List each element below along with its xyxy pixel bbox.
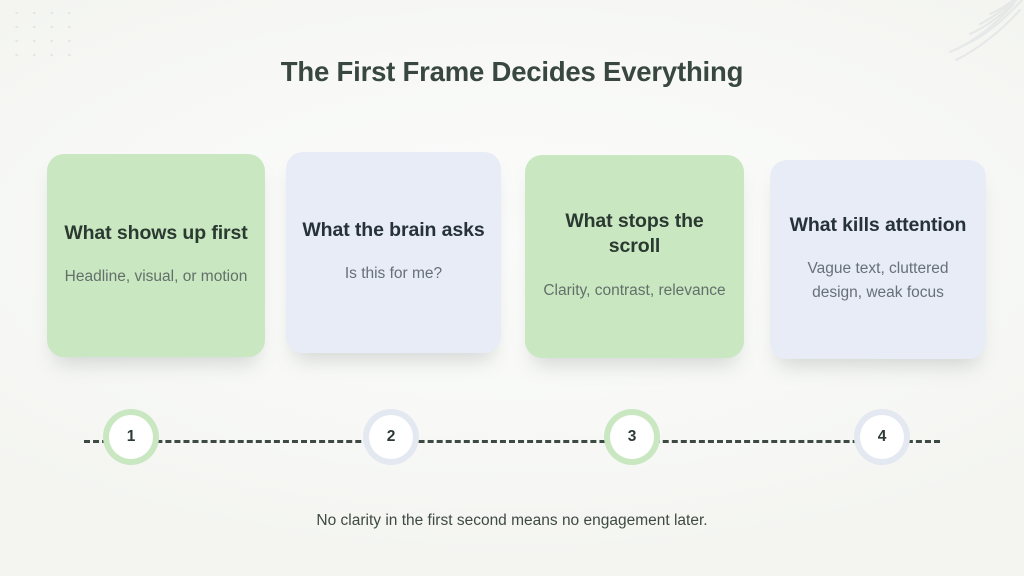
timeline-dashed-connector [84, 440, 940, 443]
card-what-shows-up-first[interactable]: What shows up first Headline, visual, or… [47, 154, 265, 357]
card-title: What the brain asks [302, 218, 485, 241]
footnote-text: No clarity in the first second means no … [316, 512, 708, 529]
card-what-stops-the-scroll[interactable]: What stops the scroll Clarity, contrast,… [525, 155, 744, 358]
card-title: What shows up first [64, 221, 248, 244]
timeline-node-label: 2 [386, 428, 396, 445]
card-what-kills-attention[interactable]: What kills attention Vague text, clutter… [770, 160, 986, 359]
timeline-node-label: 4 [877, 428, 887, 445]
timeline: 1 2 3 4 [0, 415, 1024, 467]
timeline-node-4[interactable]: 4 [860, 415, 904, 459]
card-description: Clarity, contrast, relevance [543, 281, 726, 299]
card-description: Vague text, cluttered design, weak focus [807, 260, 949, 301]
card-what-the-brain-asks[interactable]: What the brain asks Is this for me? [286, 152, 501, 353]
card-description: Is this for me? [344, 265, 443, 283]
page-title: The First Frame Decides Everything [280, 56, 744, 87]
timeline-node-2[interactable]: 2 [369, 415, 413, 459]
timeline-node-3[interactable]: 3 [610, 415, 654, 459]
card-title: What kills attention [789, 214, 967, 237]
timeline-node-1[interactable]: 1 [109, 415, 153, 459]
dot-grid-decoration [6, 4, 76, 56]
timeline-node-label: 1 [126, 428, 136, 445]
timeline-node-label: 3 [627, 428, 637, 445]
card-description: Headline, visual, or motion [64, 268, 248, 286]
card-title: What stops the scroll [565, 210, 704, 258]
